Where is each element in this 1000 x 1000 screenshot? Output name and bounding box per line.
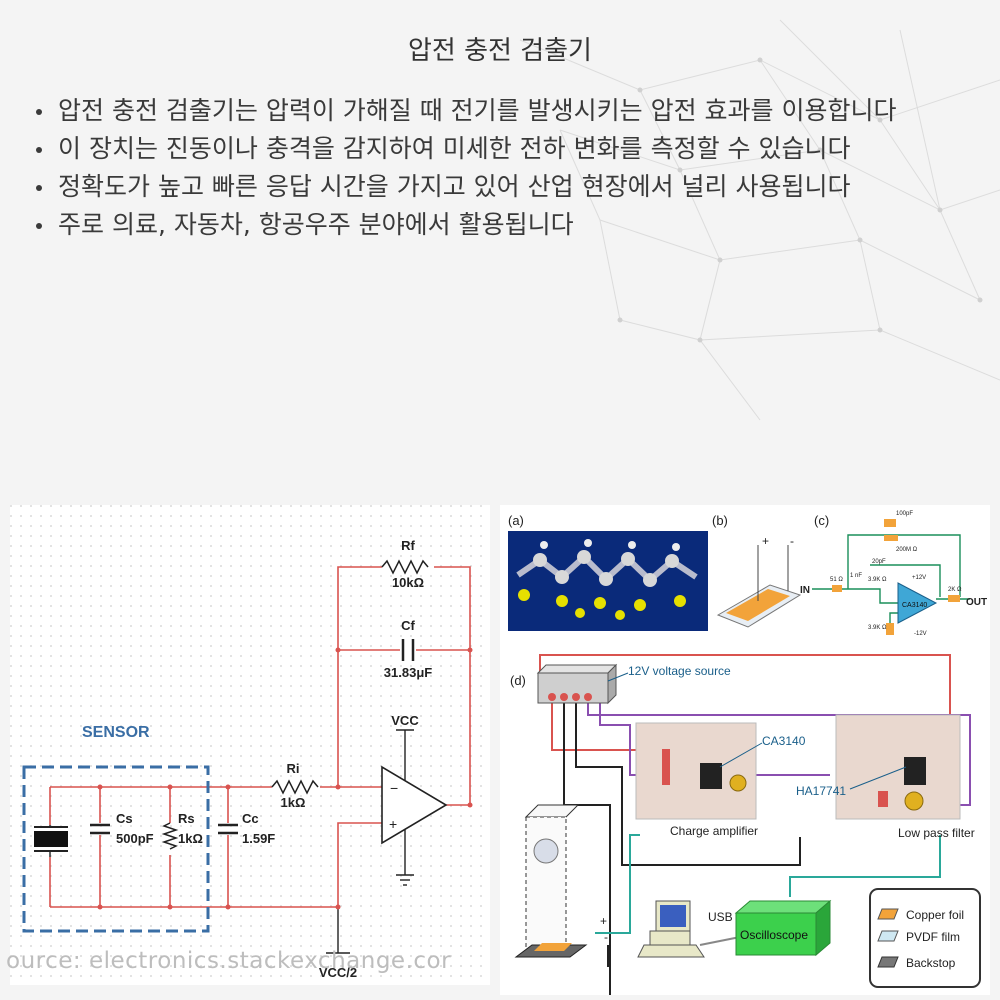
ground-symbol bbox=[326, 729, 414, 954]
label-a: (a) bbox=[508, 513, 524, 528]
low-pass-filter-board bbox=[835, 714, 961, 820]
sensor-box bbox=[22, 765, 210, 933]
page-title: 압전 충전 검출기 bbox=[408, 36, 592, 66]
usb-label: USB bbox=[708, 910, 733, 924]
copper-foil-swatch bbox=[877, 908, 899, 920]
rs-label: Rs bbox=[178, 811, 195, 826]
bullet-item: 이 장치는 진동이나 충격을 감지하여 미세한 전하 변화를 측정할 수 있습니… bbox=[32, 134, 972, 164]
c-r-out: 2K Ω bbox=[948, 587, 962, 593]
bullet-list: 압전 충전 검출기는 압력이 가해질 때 전기를 발생시키는 압전 효과를 이용… bbox=[32, 96, 972, 248]
ri-label: Ri bbox=[287, 761, 300, 776]
b-plus: + bbox=[762, 534, 769, 548]
oscilloscope-icon bbox=[734, 899, 832, 957]
schematic-svg: Rf 10kΩ Cf 31.83μF VCC Ri 1kΩ − + SENSOR… bbox=[10, 505, 490, 985]
rf-value: 10kΩ bbox=[392, 575, 424, 590]
ri-value: 1kΩ bbox=[281, 795, 306, 810]
rs-value: 1kΩ bbox=[178, 831, 203, 846]
low-pass-filter-label: Low pass filter bbox=[898, 826, 975, 840]
drop-test-apparatus bbox=[514, 804, 588, 958]
setup-svg: (a) (b) + - (c) IN OUT bbox=[508, 511, 987, 1000]
c-out: OUT bbox=[966, 597, 987, 608]
experimental-setup-figure: (a) (b) + - (c) IN OUT bbox=[500, 505, 990, 1000]
rs-resistor bbox=[161, 822, 179, 850]
c-chip: CA3140 bbox=[902, 602, 927, 609]
pvdf-film-swatch bbox=[877, 930, 899, 942]
legend-copper-foil: Copper foil bbox=[906, 908, 964, 922]
d-minus: - bbox=[604, 930, 608, 944]
bullet-dot bbox=[36, 223, 42, 229]
c-in: IN bbox=[800, 585, 810, 596]
voltage-source-box bbox=[536, 663, 618, 705]
b-minus: - bbox=[790, 534, 794, 548]
c-vminus: -12V bbox=[914, 631, 927, 637]
label-c: (c) bbox=[814, 513, 829, 528]
oscilloscope-label: Oscilloscope bbox=[740, 928, 808, 942]
source-caption: ource: electronics.stackexchange.cor bbox=[6, 948, 452, 974]
op-amp-plus: + bbox=[389, 816, 397, 832]
wires bbox=[49, 566, 471, 908]
cf-capacitor bbox=[401, 639, 415, 661]
c-r2: 3.9K Ω bbox=[868, 577, 887, 583]
bullet-item: 정확도가 높고 빠른 응답 시간을 가지고 있어 산업 현장에서 널리 사용됩니… bbox=[32, 172, 972, 202]
cs-value: 500pF bbox=[116, 831, 154, 846]
bullet-text: 압전 충전 검출기는 압력이 가해질 때 전기를 발생시키는 압전 효과를 이용… bbox=[58, 96, 897, 125]
sensor-label: SENSOR bbox=[82, 724, 150, 741]
background-network-decoration bbox=[519, 19, 1000, 421]
piezo-element bbox=[34, 825, 68, 857]
bullet-text: 이 장치는 진동이나 충격을 감지하여 미세한 전하 변화를 측정할 수 있습니… bbox=[58, 134, 851, 163]
charge-amp-circuit-c bbox=[812, 519, 970, 635]
label-d: (d) bbox=[510, 673, 526, 688]
cf-label: Cf bbox=[401, 618, 415, 633]
backstop-swatch bbox=[877, 956, 899, 968]
label-b: (b) bbox=[712, 513, 728, 528]
charge-amplifier-schematic: Rf 10kΩ Cf 31.83μF VCC Ri 1kΩ − + SENSOR… bbox=[10, 505, 490, 985]
molecule-chain bbox=[516, 539, 698, 620]
rf-label: Rf bbox=[401, 538, 415, 553]
legend-backstop: Backstop bbox=[906, 956, 956, 970]
cc-label: Cc bbox=[242, 811, 259, 826]
cc-capacitor bbox=[218, 823, 238, 835]
pvdf-film-drawing bbox=[716, 545, 802, 628]
cf-value: 31.83μF bbox=[384, 665, 432, 680]
c-c2: 20pF bbox=[872, 559, 886, 565]
ri-resistor bbox=[271, 779, 319, 795]
bullet-text: 정확도가 높고 빠른 응답 시간을 가지고 있어 산업 현장에서 널리 사용됩니… bbox=[58, 172, 851, 201]
charge-amplifier-board bbox=[635, 722, 757, 820]
c-r1: 51 Ω bbox=[830, 577, 843, 583]
cc-value: 1.59F bbox=[242, 831, 275, 846]
bullet-dot bbox=[36, 147, 42, 153]
bullet-text: 주로 의료, 자동차, 항공우주 분야에서 활용됩니다 bbox=[58, 210, 574, 239]
legend-box bbox=[869, 888, 981, 988]
bullet-item: 압전 충전 검출기는 압력이 가해질 때 전기를 발생시키는 압전 효과를 이용… bbox=[32, 96, 972, 126]
d-plus: + bbox=[600, 914, 607, 928]
ha17741-label: HA17741 bbox=[796, 784, 846, 798]
vcc-label: VCC bbox=[391, 713, 419, 728]
c-r-top: 200M Ω bbox=[896, 547, 918, 553]
ca3140-label: CA3140 bbox=[762, 734, 806, 748]
op-amp bbox=[381, 765, 448, 845]
voltage-source-label: 12V voltage source bbox=[628, 664, 731, 678]
bullet-dot bbox=[36, 185, 42, 191]
c-c1: 1 nF bbox=[850, 573, 862, 579]
bullet-item: 주로 의료, 자동차, 항공우주 분야에서 활용됩니다 bbox=[32, 210, 972, 240]
legend-pvdf-film: PVDF film bbox=[906, 930, 960, 944]
cs-label: Cs bbox=[116, 811, 133, 826]
c-r3: 3.9K Ω bbox=[868, 625, 887, 631]
charge-amplifier-label: Charge amplifier bbox=[670, 824, 758, 838]
computer-icon bbox=[637, 900, 705, 958]
c-vplus: +12V bbox=[912, 575, 926, 581]
cs-capacitor bbox=[90, 823, 110, 835]
vcc2-label: VCC/2 bbox=[319, 965, 357, 980]
rf-resistor bbox=[381, 559, 429, 575]
bullet-dot bbox=[36, 109, 42, 115]
op-amp-minus: − bbox=[390, 780, 398, 796]
c-cap-top: 100pF bbox=[896, 511, 913, 517]
